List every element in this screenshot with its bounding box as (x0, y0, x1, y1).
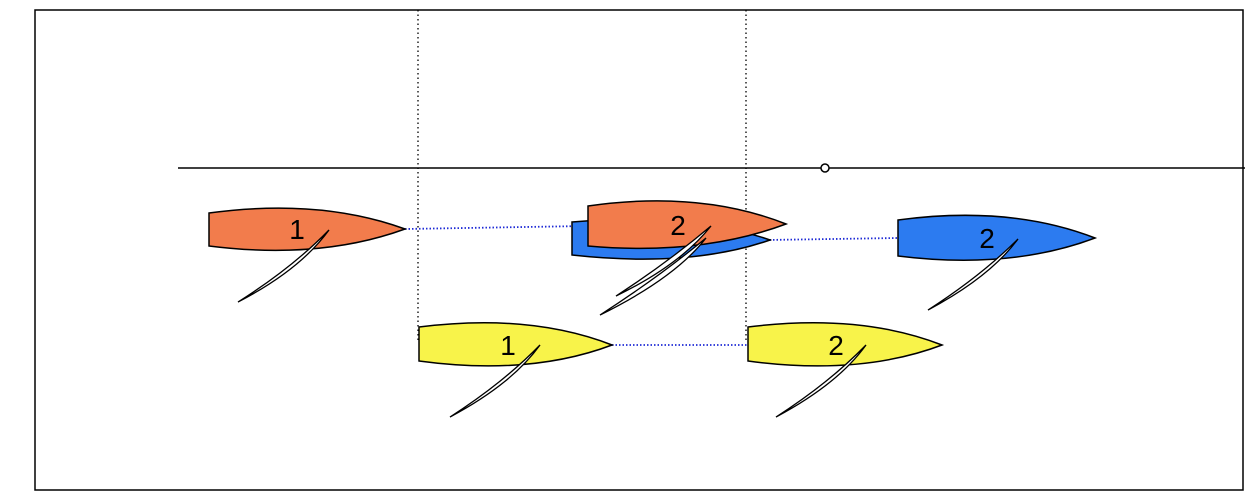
boat-label-blue-2: 2 (979, 223, 995, 254)
sail-orange-2-lower (599, 237, 707, 316)
boat-yellow-1: 1 (418, 322, 615, 418)
hull-orange-1 (208, 207, 408, 252)
sail-orange-1 (237, 229, 330, 303)
boat-blue-2: 2 (897, 214, 1098, 311)
sail-yellow-2 (775, 344, 867, 418)
mark-icon (820, 163, 830, 173)
boat-yellow-2: 2 (747, 322, 945, 418)
sail-orange-2 (615, 225, 712, 297)
hull-yellow-2 (747, 322, 945, 367)
hull-blue-2 (897, 214, 1098, 261)
hull-yellow-1 (418, 322, 615, 367)
boat-label-yellow-1: 1 (500, 330, 516, 361)
boat-label-orange-1: 1 (289, 214, 305, 245)
track-line-blue (765, 237, 899, 241)
sail-yellow-1 (449, 344, 541, 418)
sail-blue-2 (927, 238, 1019, 311)
boat-label-orange-2: 2 (670, 210, 686, 241)
hull-orange-2 (587, 200, 789, 250)
boat-orange-2: 2 (587, 200, 789, 316)
boat-orange-1: 1 (208, 207, 408, 303)
boat-label-yellow-2: 2 (828, 330, 844, 361)
